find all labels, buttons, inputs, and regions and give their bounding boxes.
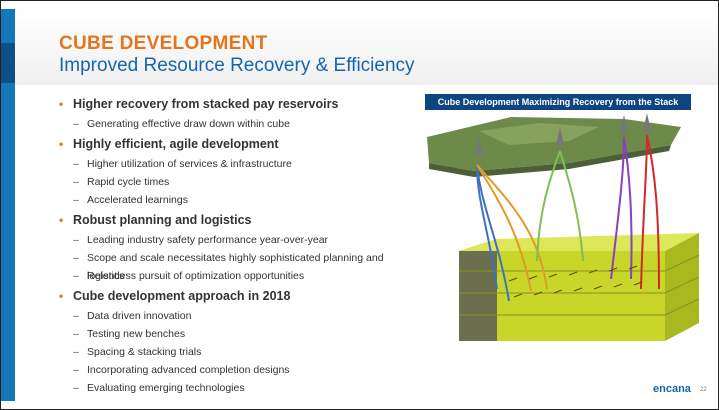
sub-bullet-item: Data driven innovation [59,307,419,325]
well-paths-blue [476,164,510,302]
bullet-item: Robust planning and logistics [59,209,419,231]
rig-icon [643,113,651,131]
bullet-item: Cube development approach in 2018 [59,285,419,307]
well-paths-green [536,150,584,262]
left-accent-block [1,43,15,83]
sub-bullet-item: Evaluating emerging technologies [59,379,419,397]
sub-bullet-item: Accelerated learnings [59,191,419,209]
lateral-dashes [508,265,643,298]
cube-front-face [459,251,665,341]
rig-icon [475,137,483,155]
page-number: 22 [700,387,707,393]
sub-bullet-item: Scope and scale necessitates highly soph… [59,249,419,282]
rig-icon [556,127,564,145]
rig-icon [620,115,628,133]
sub-bullet-item: Testing new benches [59,325,419,343]
bullet-list: Higher recovery from stacked pay reservo… [59,93,419,397]
left-accent-bar [1,9,15,401]
well-paths-orange [476,164,548,292]
slide-subtitle: Improved Resource Recovery & Efficiency [59,55,415,76]
slide-title: CUBE DEVELOPMENT [59,33,268,54]
sub-bullet-item: Relentless pursuit of optimization oppor… [59,267,419,285]
bullet-item: Higher recovery from stacked pay reservo… [59,93,419,115]
terrain-highlight [479,123,599,145]
sub-bullet-item: Incorporating advanced completion design… [59,361,419,379]
sub-bullet-item: Rapid cycle times [59,173,419,191]
well-paths-red [640,134,660,290]
strata-lines [459,254,700,316]
sub-bullet-item: Leading industry safety performance year… [59,231,419,249]
cube-right-face [665,233,699,341]
well-paths-purple [610,136,633,280]
sub-bullet-item: Spacing & stacking trials [59,343,419,361]
header-band [15,9,718,85]
sub-bullet-item: Higher utilization of services & infrast… [59,155,419,173]
sub-bullet-item: Generating effective draw down within cu… [59,115,419,133]
cube-development-diagram [427,113,700,341]
encana-logo: encana [653,383,691,395]
figure-caption: Cube Development Maximizing Recovery fro… [425,94,691,110]
bullet-item: Highly efficient, agile development [59,133,419,155]
